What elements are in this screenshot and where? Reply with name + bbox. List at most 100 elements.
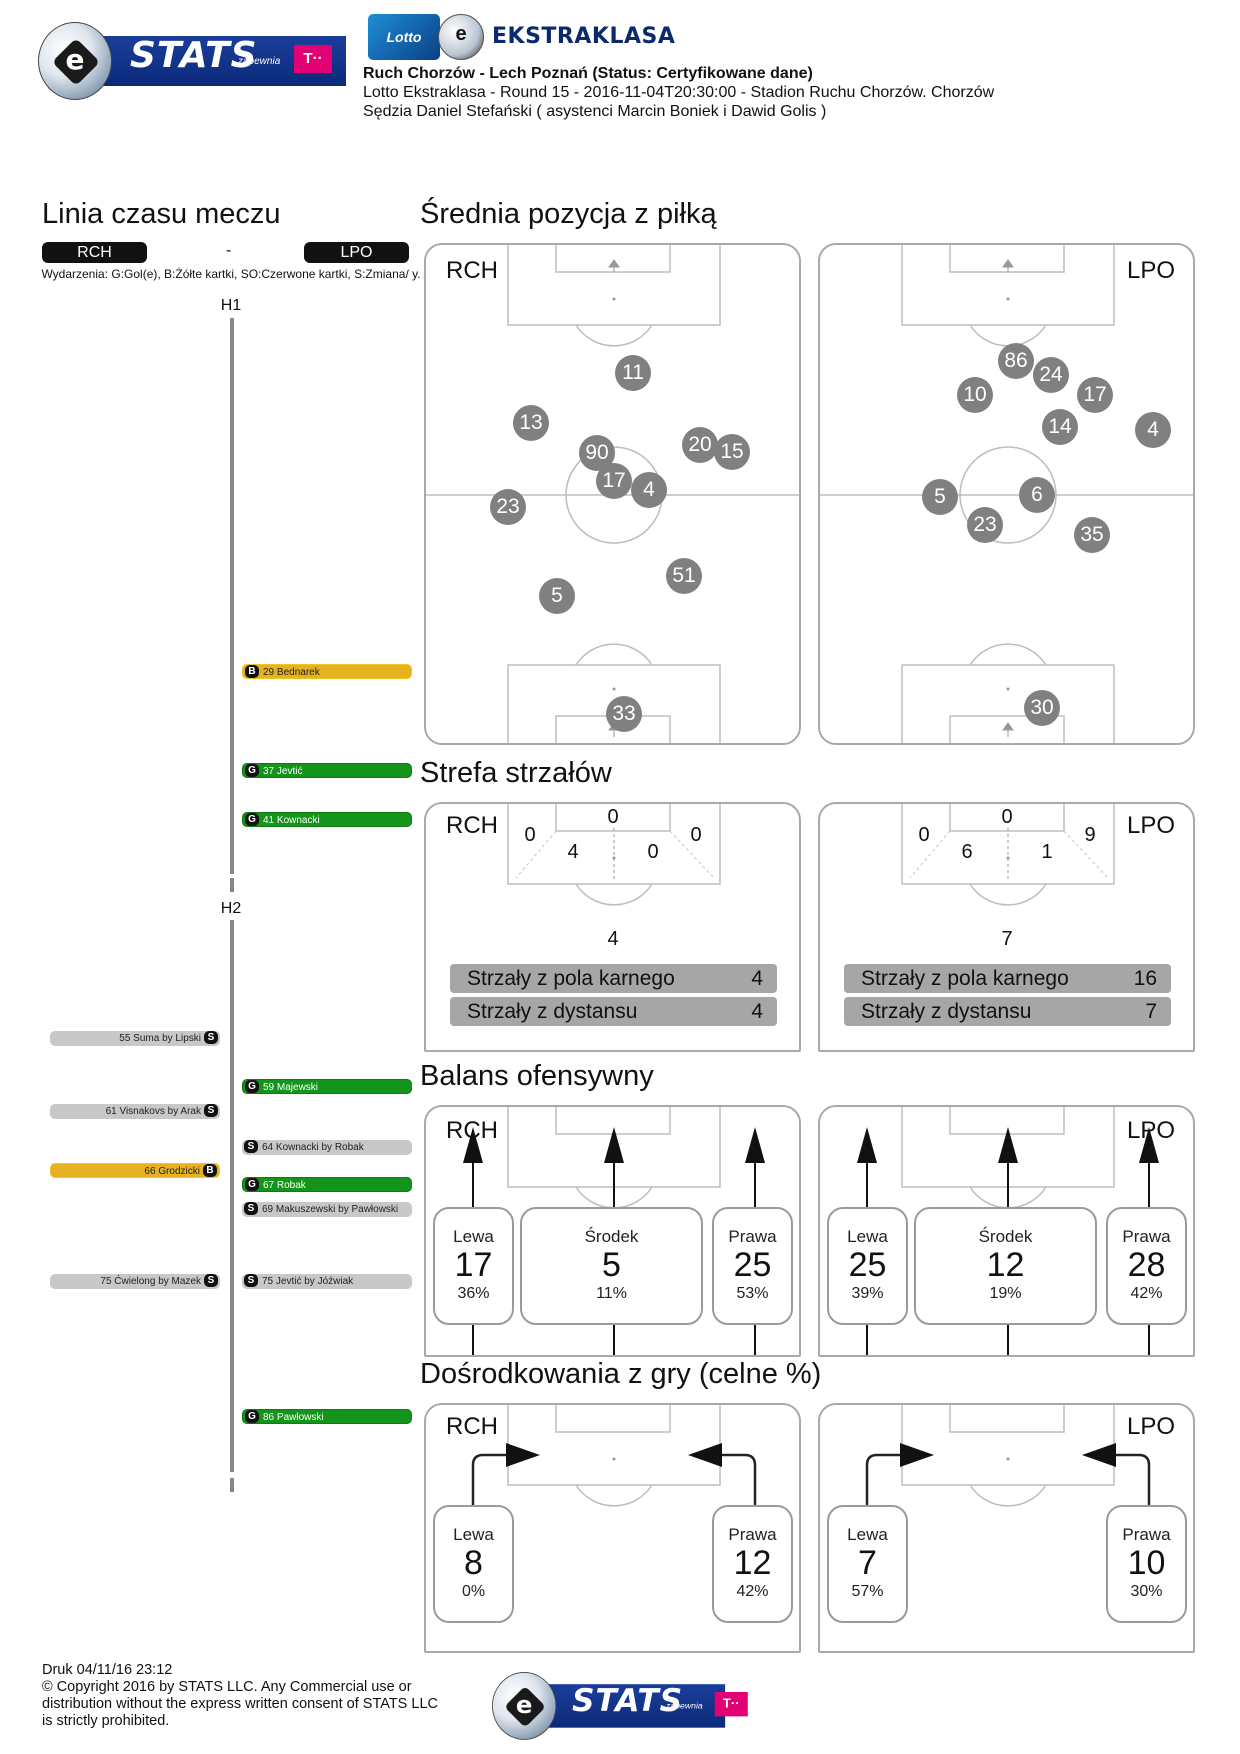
zone-six-yard: 0 <box>1001 806 1013 828</box>
sponsor-text: zapewnia <box>238 56 281 67</box>
stats-logo: e STATS zapewnia T·· <box>38 22 346 100</box>
cross-left: Lewa 7 57% <box>827 1505 908 1623</box>
player-position-marker: 86 <box>998 343 1034 379</box>
zone-value: 28 <box>1127 1246 1166 1284</box>
timeline-event: S 64 Kownacki by Robak <box>242 1140 412 1155</box>
player-position-marker: 51 <box>666 558 702 594</box>
penalty-box <box>901 804 1115 885</box>
player-position-marker: 23 <box>967 507 1003 543</box>
crosses-title: Dośrodkowania z gry (celne %) <box>420 1358 822 1390</box>
player-position-marker: 30 <box>1024 690 1060 726</box>
zone-left-wide: 0 <box>918 824 930 846</box>
inside-box-value: 16 <box>1133 967 1157 990</box>
center-circle <box>959 446 1057 544</box>
pitch-lines <box>463 1107 765 1355</box>
zone-value: 12 <box>733 1544 772 1582</box>
cross-path-right <box>722 1453 757 1505</box>
player-position-marker: 4 <box>1135 412 1171 448</box>
zone-percent: 53% <box>736 1285 769 1302</box>
attack-balance-away: LPO Lewa 25 39% Środek 12 19% Prawa 28 4… <box>818 1105 1195 1357</box>
goal-badge-icon: G <box>245 813 259 826</box>
league-ball-icon: e <box>438 14 484 60</box>
timeline-home-team: RCH <box>42 242 147 263</box>
team-label: RCH <box>446 1117 498 1144</box>
zone-left-wide: 0 <box>524 824 536 846</box>
six-yard-box <box>555 804 671 832</box>
player-position-marker: 11 <box>615 355 651 391</box>
sponsor-text: zapewnia <box>666 1701 703 1712</box>
half-1-label: H1 <box>220 297 242 314</box>
pitch-lines <box>471 1405 757 1507</box>
penalty-box <box>901 245 1115 326</box>
goal-marker-icon <box>608 259 620 272</box>
pitch-lines <box>901 804 1115 906</box>
six-yard-box <box>555 1107 671 1135</box>
ekstraklasa-ball-icon: e <box>492 1672 557 1740</box>
pitch-lines <box>507 804 721 906</box>
zone-name: Środek <box>584 1227 639 1246</box>
six-yard-box <box>949 1107 1065 1135</box>
penalty-arc <box>575 324 653 347</box>
penalty-spot <box>1006 297 1010 301</box>
pitch-lines <box>820 245 1193 743</box>
zone-value: 17 <box>454 1246 493 1284</box>
penalty-spot <box>612 297 616 301</box>
copyright-line: distribution without the express written… <box>42 1696 438 1712</box>
stats-logo-footer: e STATS zapewnia T·· <box>492 1672 748 1740</box>
event-text: 66 Grodzicki <box>144 1166 200 1177</box>
zone-value: 7 <box>858 1544 877 1582</box>
arrow-up-icon <box>998 1127 1018 1163</box>
zone-box-right: 1 <box>1041 841 1053 863</box>
event-text: 64 Kownacki by Robak <box>262 1142 364 1153</box>
penalty-box <box>507 804 721 885</box>
outside-box-shots-bar: Strzały z dystansu 7 <box>844 997 1171 1026</box>
six-yard-box <box>949 804 1065 832</box>
zone-center: Środek 12 19% <box>914 1207 1097 1325</box>
timeline-axis-h2 <box>230 920 234 1472</box>
player-position-marker: 4 <box>631 472 667 508</box>
zone-left: Lewa 25 39% <box>827 1207 908 1325</box>
zone-value: 5 <box>602 1246 621 1284</box>
six-yard-box <box>949 1405 1065 1433</box>
zone-value: 10 <box>1127 1544 1166 1582</box>
penalty-spot <box>1006 687 1010 691</box>
inside-box-shots-bar: Strzały z pola karnego 4 <box>450 964 777 993</box>
penalty-box <box>507 1405 721 1486</box>
event-text: 29 Bednarek <box>263 667 320 678</box>
copyright-line: © Copyright 2016 by STATS LLC. Any Comme… <box>42 1679 412 1695</box>
inside-box-label: Strzały z pola karnego <box>861 967 1069 990</box>
zone-name: Lewa <box>453 1227 494 1246</box>
stats-wordmark: STATS <box>572 1683 684 1719</box>
event-text: 86 Pawłowski <box>263 1412 324 1423</box>
substitution-badge-icon: S <box>204 1274 218 1287</box>
zone-name: Prawa <box>728 1525 777 1544</box>
outside-box-value: 4 <box>751 1000 763 1023</box>
zone-right-wide: 0 <box>690 824 702 846</box>
zone-percent: 42% <box>1130 1285 1163 1302</box>
player-position-marker: 90 <box>579 435 615 471</box>
pitch-lines <box>857 1107 1159 1355</box>
player-position-marker: 14 <box>1042 409 1078 445</box>
stats-wordmark: STATS <box>130 35 258 76</box>
team-label: RCH <box>446 812 498 839</box>
match-title: Ruch Chorzów - Lech Poznań (Status: Cert… <box>363 65 813 82</box>
arrow-right-icon <box>506 1443 540 1467</box>
match-details: Lotto Ekstraklasa - Round 15 - 2016-11-0… <box>363 84 995 101</box>
zone-name: Prawa <box>1122 1525 1171 1544</box>
inside-box-shots-bar: Strzały z pola karnego 16 <box>844 964 1171 993</box>
event-text: 55 Suma by Lipski <box>119 1033 201 1044</box>
substitution-badge-icon: S <box>244 1140 258 1153</box>
goal-marker-icon <box>1002 722 1014 737</box>
team-label: LPO <box>1126 812 1175 839</box>
penalty-spot <box>612 1457 616 1461</box>
event-text: 61 Visnakovs by Arak <box>105 1106 201 1117</box>
zone-right: Prawa 25 53% <box>712 1207 793 1325</box>
zone-name: Prawa <box>1122 1227 1171 1246</box>
league-name: EKSTRAKLASA <box>492 24 676 49</box>
telekom-logo-icon: T·· <box>294 45 332 73</box>
substitution-badge-icon: S <box>204 1031 218 1044</box>
